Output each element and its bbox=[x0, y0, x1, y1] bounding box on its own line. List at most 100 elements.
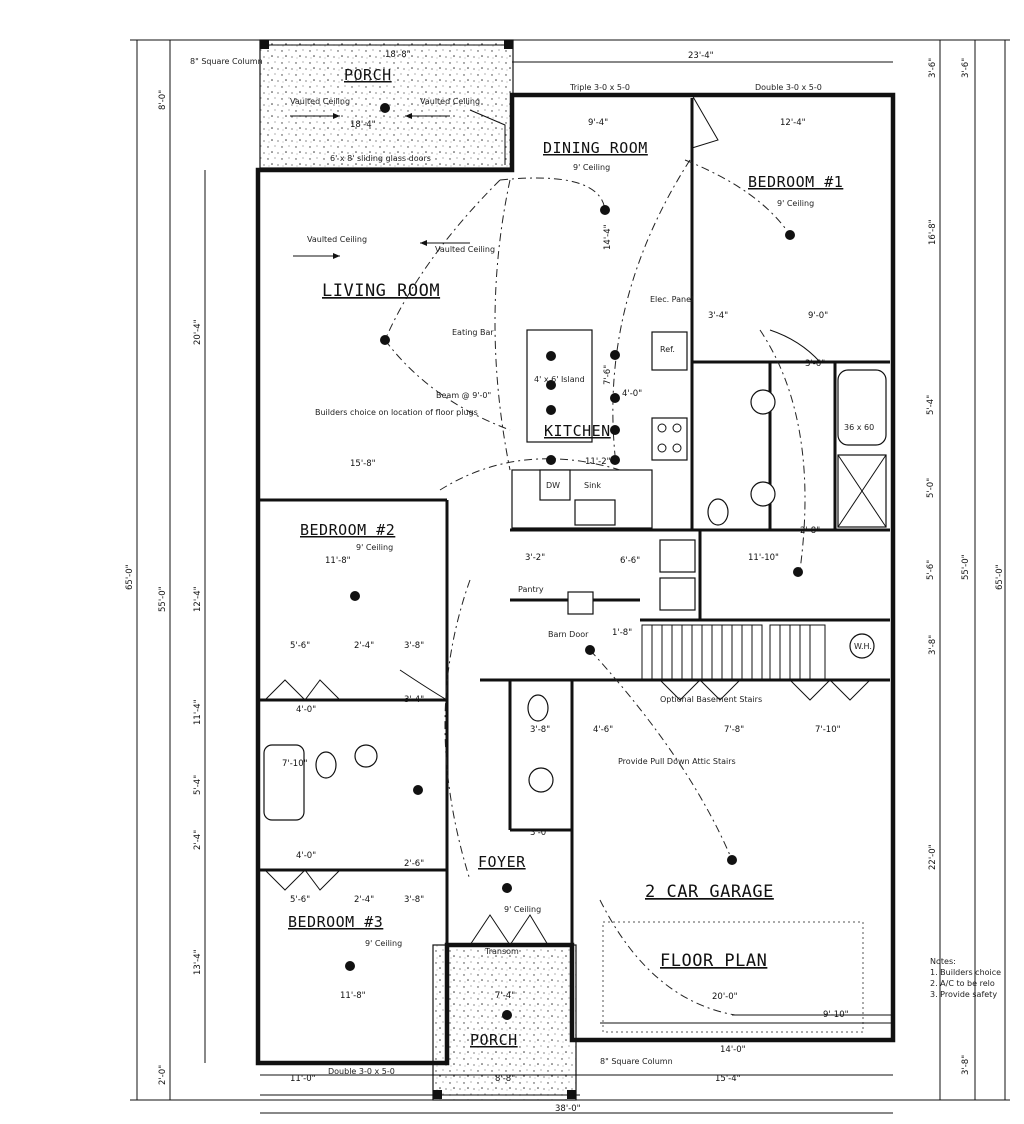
dim-closet-2-4: 2'-4" bbox=[354, 641, 374, 651]
dim-closet2-5-6: 5'-6" bbox=[290, 895, 310, 905]
dim-left-55: 55'-0" bbox=[158, 586, 168, 612]
stairs bbox=[641, 624, 826, 681]
ceiling-bedroom1: 9' Ceiling bbox=[777, 199, 814, 208]
range bbox=[651, 417, 688, 461]
ceiling-bedroom3: 9' Ceiling bbox=[365, 939, 402, 948]
note-triple-window: Triple 3-0 x 5-0 bbox=[569, 83, 630, 92]
notes-3: 3. Provide safety bbox=[930, 990, 997, 999]
note-sliding-doors: 6' x 8' sliding glass doors bbox=[330, 154, 431, 163]
dim-kit-4-0: 4'-0" bbox=[622, 389, 642, 399]
lav-bath2 bbox=[354, 744, 378, 768]
dim-right-22: 22'-0" bbox=[928, 844, 938, 870]
dim-left-65: 65'-0" bbox=[125, 564, 135, 590]
dryer bbox=[659, 577, 696, 611]
dim-right-3-8: 3'-8" bbox=[928, 635, 938, 655]
dim-top-porch: 18'-8" bbox=[385, 50, 411, 60]
dimension-lines bbox=[130, 39, 1010, 1114]
dim-left-20-4: 20'-4" bbox=[193, 319, 203, 345]
room-porch-top: PORCH bbox=[344, 66, 392, 84]
dim-misc-3-6: 3'-6" bbox=[805, 359, 825, 369]
dim-right-3-6b: 3'-6" bbox=[961, 58, 971, 78]
garage-parking-outline bbox=[602, 921, 864, 1033]
dim-kitchen-14-4: 14'-4" bbox=[603, 224, 613, 250]
note-vaulted-3: Vaulted Ceiling bbox=[307, 235, 367, 244]
note-eating-bar: Eating Bar bbox=[452, 328, 494, 337]
note-barn-door: Barn Door bbox=[548, 630, 589, 639]
note-optional-basement: Optional Basement Stairs bbox=[660, 695, 762, 704]
dim-closet2-2-4: 2'-4" bbox=[354, 895, 374, 905]
dim-top-width: 23'-4" bbox=[688, 51, 714, 61]
notes-2: 2. A/C to be relo bbox=[930, 979, 995, 988]
dim-misc-3-0: 3'-0" bbox=[530, 828, 550, 838]
dim-left-11-4: 11'-4" bbox=[193, 699, 203, 725]
room-living: LIVING ROOM bbox=[322, 281, 440, 301]
porch-bottom-slab bbox=[432, 944, 577, 1101]
note-transom: Transom bbox=[484, 947, 519, 956]
dim-kit-11-2: 11'-2" bbox=[585, 457, 611, 467]
note-floor-plugs: Builders choice on location of floor plu… bbox=[315, 408, 478, 417]
dim-stairs-7-10: 7'-10" bbox=[815, 725, 841, 735]
dim-closet2-3-8: 3'-8" bbox=[404, 895, 424, 905]
toilet-half bbox=[527, 694, 549, 722]
dim-bath-5-4: 5'-4" bbox=[926, 395, 936, 415]
dim-porch-inner: 18'-4" bbox=[350, 120, 376, 130]
dim-bed3-w: 11'-8" bbox=[340, 991, 366, 1001]
lav-bath1-b bbox=[750, 481, 776, 507]
dim-stairs-7-8: 7'-8" bbox=[724, 725, 744, 735]
light-fixtures bbox=[345, 103, 803, 1020]
dim-misc-2-8: 2'-8" bbox=[800, 526, 820, 536]
tub-bath2 bbox=[263, 744, 305, 821]
note-island: 4' x 6' Island bbox=[534, 375, 585, 384]
doors bbox=[264, 94, 871, 946]
dim-bath-5-6: 5'-6" bbox=[926, 560, 936, 580]
dim-half-4-6: 4'-6" bbox=[593, 725, 613, 735]
dim-kit-9-0: 9'-0" bbox=[808, 311, 828, 321]
note-pulldown: Provide Pull Down Attic Stairs bbox=[618, 757, 736, 766]
electrical-circuits bbox=[384, 159, 806, 1016]
dim-closet-5-6: 5'-6" bbox=[290, 641, 310, 651]
room-porch-bottom: PORCH bbox=[470, 1031, 518, 1049]
note-wh: W.H. bbox=[854, 642, 872, 651]
toilet-bath2 bbox=[315, 751, 337, 779]
exterior-wall bbox=[255, 92, 896, 1066]
note-ref: Ref. bbox=[660, 345, 675, 354]
dim-left-8-0: 8'-0" bbox=[158, 90, 168, 110]
dim-bed2-w: 11'-8" bbox=[325, 556, 351, 566]
room-dining: DINING ROOM bbox=[543, 139, 648, 157]
notes-1: 1. Builders choice bbox=[930, 968, 1001, 977]
dim-bottom-11-0: 11'-0" bbox=[290, 1074, 316, 1084]
washer bbox=[659, 539, 696, 573]
toilet-bath1 bbox=[707, 498, 729, 526]
lav-bath1-a bbox=[750, 389, 776, 415]
dim-closet-4-0: 4'-0" bbox=[296, 705, 316, 715]
dim-bottom-right-3-8: 3'-8" bbox=[961, 1055, 971, 1075]
dim-left-2-4: 2'-4" bbox=[193, 830, 203, 850]
dim-misc-1-8: 1'-8" bbox=[612, 628, 632, 638]
ceiling-bedroom2: 9' Ceiling bbox=[356, 543, 393, 552]
refrigerator bbox=[651, 331, 688, 371]
note-dw: DW bbox=[546, 481, 560, 490]
room-garage: 2 CAR GARAGE bbox=[645, 882, 774, 902]
note-column-bottom: 8" Square Column bbox=[600, 1057, 673, 1066]
dim-living-w: 15'-8" bbox=[350, 459, 376, 469]
dim-left-2-0: 2'-0" bbox=[158, 1065, 168, 1085]
dim-bed1-h: 16'-8" bbox=[928, 219, 938, 245]
dim-misc-3-4: 3'-4" bbox=[404, 695, 424, 705]
note-vaulted-4: Vaulted Ceiling bbox=[435, 245, 495, 254]
ceiling-foyer: 9' Ceiling bbox=[504, 905, 541, 914]
lav-half bbox=[528, 767, 554, 793]
dim-bottom-15-4: 15'-4" bbox=[715, 1074, 741, 1084]
water-heater bbox=[849, 633, 875, 659]
dim-pantry-3-2: 3'-2" bbox=[525, 553, 545, 563]
notes-title: Notes: bbox=[930, 957, 956, 966]
dim-dining-w: 9'-4" bbox=[588, 118, 608, 128]
note-beam: Beam @ 9'-0" bbox=[436, 391, 491, 400]
dim-kit-7-6: 7'-6" bbox=[603, 365, 613, 385]
room-bedroom1: BEDROOM #1 bbox=[748, 173, 843, 191]
dim-bath-11-10: 11'-10" bbox=[748, 553, 779, 563]
dishwasher bbox=[539, 469, 571, 501]
dim-right-55: 55'-0" bbox=[961, 554, 971, 580]
dim-misc-2-6: 2'-6" bbox=[404, 859, 424, 869]
dim-laundry-6-6: 6'-6" bbox=[620, 556, 640, 566]
